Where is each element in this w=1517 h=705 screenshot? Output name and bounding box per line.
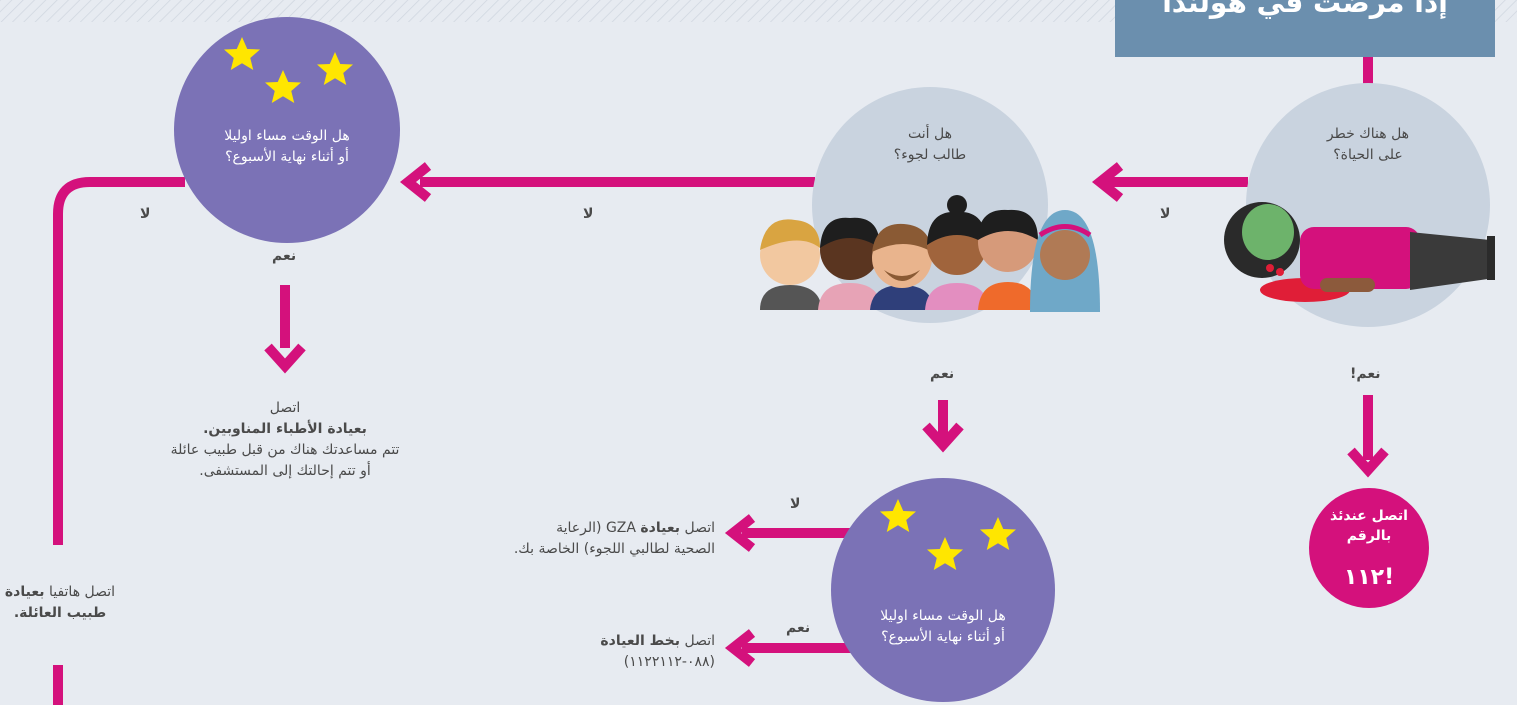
person-arm — [1320, 278, 1375, 292]
practice-line1: اتصل بخط العيادة — [545, 631, 715, 652]
emergency-line2: بالرقم — [1346, 528, 1392, 544]
q4-yes-label: نعم — [786, 620, 811, 636]
person-hair — [760, 219, 820, 250]
arrowheads — [264, 162, 1389, 667]
person-hair — [978, 209, 1038, 240]
q1-yes-label: نعم! — [1350, 366, 1381, 382]
person-body — [925, 283, 989, 310]
practice-line-text: اتصل بخط العيادة (٠٨٨-١١٢٢١١٢) — [545, 631, 715, 673]
arrowhead-down — [922, 422, 964, 453]
emergency-line1: اتصل عندئذ — [1330, 508, 1408, 524]
arrowhead-left — [724, 514, 756, 552]
person-beard — [884, 270, 920, 281]
person-shirt — [1300, 227, 1420, 289]
person-body — [978, 282, 1038, 310]
q2-yes-label: نعم — [930, 366, 955, 382]
star-icon — [317, 52, 353, 85]
practice-bold: بخط العيادة — [600, 633, 681, 649]
star-icon — [880, 499, 916, 532]
family-doctor-bold2: طبيب العائلة. — [13, 605, 107, 621]
arrowhead-left — [1091, 162, 1124, 202]
emergency-circle — [1309, 488, 1429, 608]
q1-line2: على الحياة؟ — [1333, 147, 1403, 163]
person-hair-bun — [947, 195, 967, 215]
person-hijab-band — [1038, 224, 1092, 238]
family-doctor-pre: اتصل هاتفيا — [44, 584, 116, 600]
person-face — [1242, 204, 1294, 260]
q2-line2: طالب لجوء؟ — [893, 147, 967, 163]
person-body — [870, 285, 934, 310]
q3-yes-label: نعم — [272, 248, 297, 264]
arrowhead-down — [1347, 447, 1389, 478]
person-foot — [1487, 236, 1495, 280]
page-title: إذا مرضت في هولندا — [1162, 0, 1448, 19]
star-icon — [980, 517, 1016, 550]
gza-bold: بعيادة — [640, 520, 681, 536]
star-icon — [224, 37, 260, 70]
emergency-number: !١١٢ — [1343, 565, 1395, 590]
injured-person-illustration — [1224, 202, 1495, 302]
gza-text: اتصل بعيادة GZA (الرعاية الصحية لطالبي ا… — [440, 518, 715, 560]
star-icon — [265, 70, 301, 103]
asylum-seekers-illustration — [760, 195, 1100, 312]
family-doctor-text: اتصل هاتفيا بعيادة طبيب العائلة. — [0, 582, 120, 624]
arrowhead-left — [399, 162, 432, 202]
doctors-post-line3: تتم مساعدتك هناك من قبل طبيب عائلة — [170, 442, 400, 458]
person-head — [1040, 230, 1090, 280]
gza-rest1: GZA (الرعاية — [556, 520, 641, 536]
q3-line2: أو أثناء نهاية الأسبوع؟ — [225, 149, 349, 165]
q3-question: هل الوقت مساء اوليلا أو أثناء نهاية الأس… — [187, 126, 387, 168]
gza-line1: اتصل بعيادة GZA (الرعاية — [440, 518, 715, 539]
q3-circle — [174, 17, 400, 243]
family-doctor-bold1: بعيادة — [4, 584, 45, 600]
q2-no-label: لا — [583, 206, 594, 222]
q2-question: هل أنت طالب لجوء؟ — [860, 124, 1000, 166]
q4-line1: هل الوقت مساء اوليلا — [880, 608, 1006, 624]
gza-line2: الصحية لطالبي اللجوء) الخاصة بك. — [513, 541, 715, 557]
q4-no-label: لا — [790, 496, 801, 512]
doctors-post-text: اتصل بعيادة الأطباء المناوبين. تتم مساعد… — [140, 398, 430, 482]
q2-line1: هل أنت — [908, 126, 952, 142]
blood-drop — [1266, 264, 1274, 272]
emergency-text: اتصل عندئذ بالرقم — [1310, 506, 1428, 546]
doctors-post-line4: أو تتم إحالتك إلى المستشفى. — [199, 463, 371, 479]
q1-no-label: لا — [1160, 206, 1171, 222]
doctors-post-line2: بعيادة الأطباء المناوبين. — [203, 421, 367, 437]
person-legs — [1410, 232, 1495, 290]
blood-drop — [1276, 268, 1284, 276]
gza-pre: اتصل — [680, 520, 715, 536]
person-hair — [872, 223, 932, 252]
person-body — [818, 283, 882, 310]
person-hair — [820, 217, 880, 248]
person-hair — [927, 211, 987, 245]
q4-circle — [831, 478, 1055, 702]
arrowhead-down — [264, 343, 306, 374]
arrowhead-left — [724, 629, 756, 667]
title-box — [1115, 0, 1495, 57]
q4-question: هل الوقت مساء اوليلا أو أثناء نهاية الأس… — [843, 606, 1043, 648]
family-doctor-line1: اتصل هاتفيا بعيادة — [0, 582, 120, 603]
star-icons — [224, 37, 1016, 570]
q3-no-label: لا — [140, 206, 151, 222]
practice-pre: اتصل — [680, 633, 715, 649]
star-icon — [927, 537, 963, 570]
connector-lines — [53, 57, 1373, 705]
practice-number: (٠٨٨-١١٢٢١١٢) — [623, 654, 715, 670]
q1-question: هل هناك خطر على الحياة؟ — [1298, 124, 1438, 166]
person-body — [760, 285, 822, 310]
q1-line1: هل هناك خطر — [1326, 126, 1410, 142]
q3-line1: هل الوقت مساء اوليلا — [224, 128, 350, 144]
q4-line2: أو أثناء نهاية الأسبوع؟ — [881, 629, 1005, 645]
doctors-post-line1: اتصل — [269, 400, 301, 416]
line-q3-no — [53, 177, 185, 545]
